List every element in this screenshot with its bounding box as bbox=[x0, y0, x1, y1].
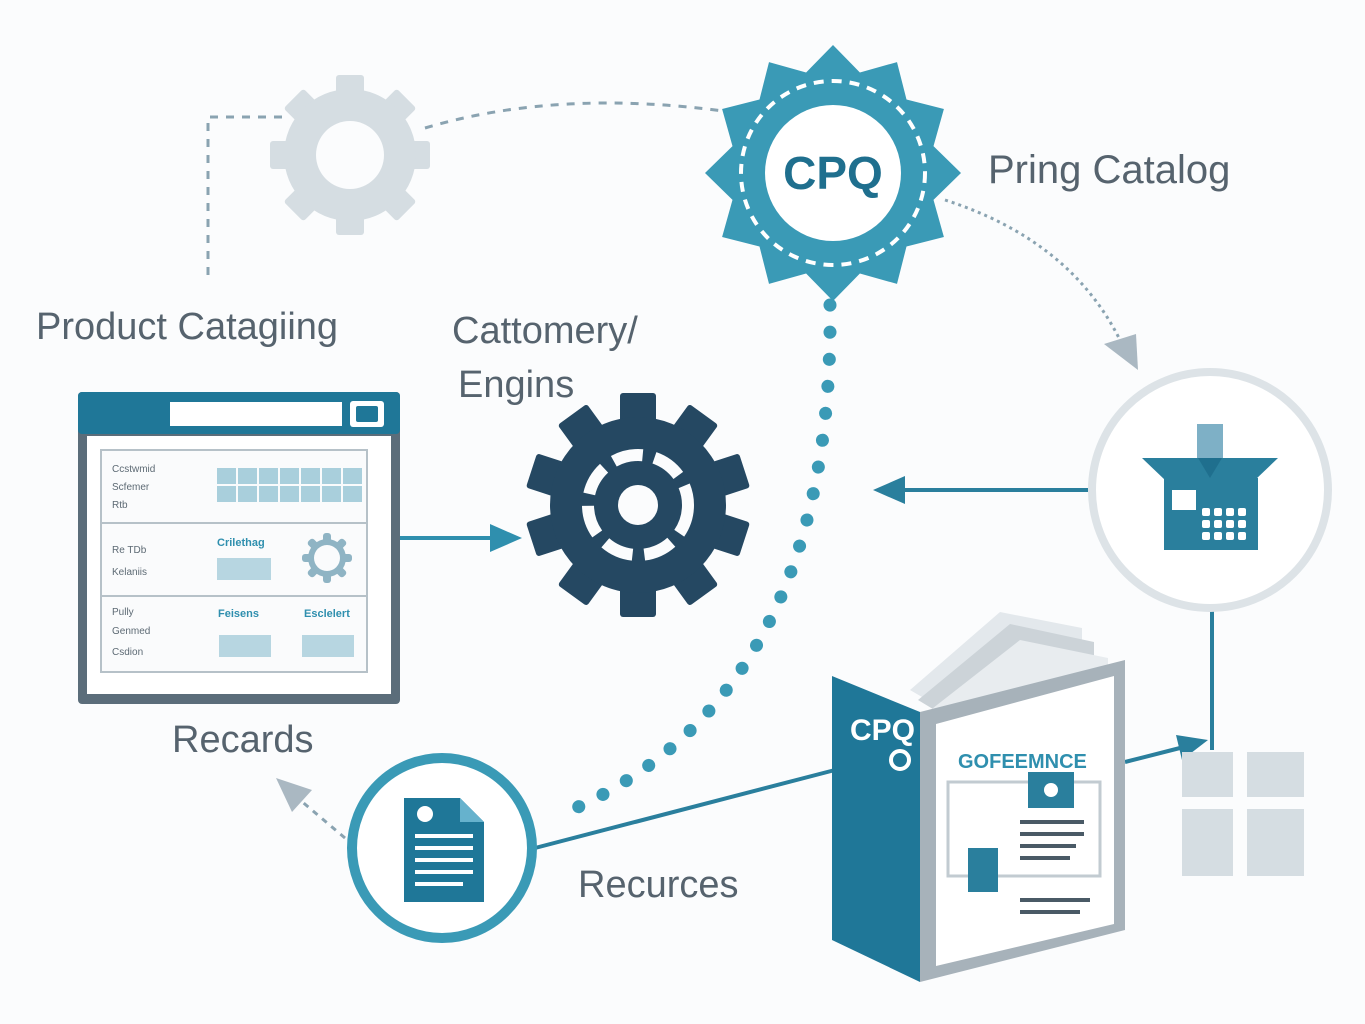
book-small-icon bbox=[968, 848, 998, 892]
book-to-box-line bbox=[1124, 746, 1181, 764]
pricing-catalog-label: Pring Catalog bbox=[988, 148, 1231, 192]
supplier-node bbox=[1088, 368, 1332, 612]
catalog-col-head-1: Crilethag bbox=[217, 537, 265, 549]
catalog-search-field bbox=[170, 402, 342, 426]
pen-nib-icon bbox=[1198, 458, 1222, 478]
catalog-table-grid bbox=[217, 468, 362, 502]
dashed-doc-to-records bbox=[299, 798, 346, 840]
light-gear-icon bbox=[270, 75, 430, 235]
dotted-arc-to-supplier bbox=[944, 198, 1122, 341]
engine-label-line2: Engins bbox=[458, 364, 575, 406]
arrowhead-to-supplier bbox=[1104, 334, 1138, 370]
catalog-col-head-3: Esclelert bbox=[304, 608, 350, 620]
catalog-row-1c: Rtb bbox=[112, 500, 128, 511]
dashed-bracket-connector bbox=[206, 115, 290, 275]
package-icon bbox=[1182, 752, 1304, 876]
doc-to-book-line bbox=[534, 768, 836, 850]
catalog-row-3b: Genmed bbox=[112, 626, 150, 637]
catalog-row-3c: Csdion bbox=[112, 647, 143, 658]
catalog-row-1a: Ccstwmid bbox=[112, 464, 155, 475]
catalog-book: CPQ GOFEEMNCE bbox=[832, 612, 1125, 982]
catalog-window: Ccstwmid Scfemer Rtb Re TDb Kelaniis Pul… bbox=[78, 392, 400, 704]
dashed-arc-connector bbox=[424, 101, 731, 130]
book-spine-logo: CPQ bbox=[850, 714, 915, 747]
supplier-to-engine-arrow bbox=[873, 476, 905, 504]
records-label: Recards bbox=[172, 719, 314, 761]
catalog-col-head-2: Feisens bbox=[218, 608, 259, 620]
catalog-row-1b: Scfemer bbox=[112, 482, 150, 493]
product-catalog-label: Product Catagiing bbox=[36, 306, 339, 348]
mini-gear-icon bbox=[302, 533, 352, 583]
connectors bbox=[206, 101, 1214, 850]
window-to-engine-arrow bbox=[490, 524, 522, 552]
cpq-badge-label: CPQ bbox=[783, 147, 883, 199]
dotted-cpq-to-doc bbox=[553, 298, 837, 822]
engine-gear-icon bbox=[526, 393, 750, 617]
add-icon bbox=[356, 406, 378, 422]
engine-label-line1: Cattomery/ bbox=[452, 310, 638, 352]
cpq-badge: CPQ bbox=[705, 45, 961, 301]
resources-label: Recurces bbox=[578, 864, 739, 906]
catalog-row-2a: Re TDb bbox=[112, 545, 147, 556]
catalog-row-3a: Pully bbox=[112, 607, 134, 618]
catalog-row-2b: Kelaniis bbox=[112, 567, 147, 578]
arrowhead-to-records bbox=[276, 778, 312, 812]
book-cover-title: GOFEEMNCE bbox=[958, 751, 1087, 773]
document-node bbox=[347, 753, 537, 943]
magnifier-icon bbox=[889, 749, 911, 771]
